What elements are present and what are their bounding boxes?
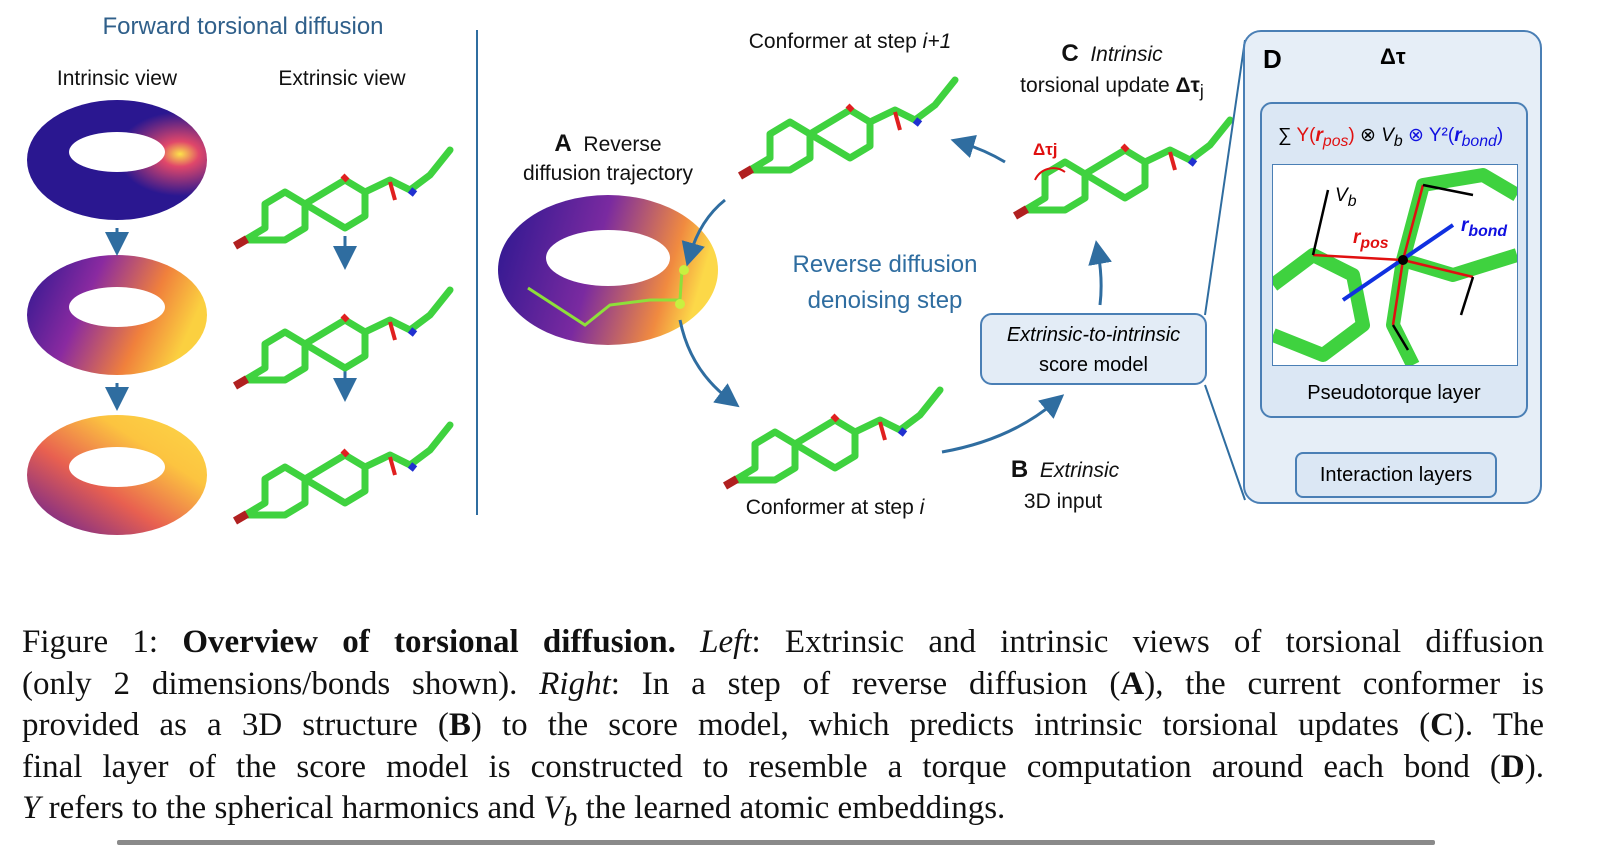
caption-text: Figure 1:: [22, 624, 183, 660]
caption-text: ).: [1524, 748, 1544, 785]
molecule-extrinsic-3: [235, 425, 450, 521]
rpos-label: rpos: [1353, 227, 1389, 252]
panel-b-line2: 3D input: [1023, 490, 1103, 513]
delta-tau-j-annotation: Δτj: [1033, 140, 1058, 159]
panel-b-label: B Extrinsic: [1010, 456, 1120, 483]
pseudotorque-layer-box: ∑ Y(rpos) ⊗ Vb ⊗ Y²(rbond) Vb rpos rbond…: [1260, 102, 1528, 418]
conformer-current-label: Conformer at step i: [745, 496, 925, 519]
panel-c-line2: torsional update Δτj: [1020, 74, 1204, 102]
rbond-label: rbond: [1461, 215, 1508, 240]
caption-text: [676, 624, 700, 660]
forward-diffusion-title: Forward torsional diffusion: [102, 13, 384, 40]
caption-text: Y: [22, 790, 41, 827]
conformer-next-label: Conformer at step i+1: [748, 30, 952, 53]
caption-line: (only 2 dimensions/bonds shown). Right: …: [22, 664, 1544, 706]
molecule-extrinsic-2: [235, 290, 450, 386]
caption-text: Right: [539, 665, 611, 702]
caption-text: b: [563, 800, 578, 832]
torque-diagram: Vb rpos rbond: [1272, 164, 1518, 366]
caption-text: provided as a 3D structure (: [22, 707, 449, 744]
caption-text: refers to the spherical harmonics and: [40, 790, 544, 827]
figure-caption: Figure 1: Overview of torsional diffusio…: [22, 622, 1544, 838]
panel-c-label: C Intrinsic: [1061, 40, 1163, 67]
caption-text: ). The: [1453, 707, 1545, 744]
down-arrows: [105, 228, 357, 411]
panel-d-letter: D: [1263, 44, 1282, 74]
interaction-layers-box: Interaction layers: [1295, 452, 1497, 498]
figure-graphics: [27, 30, 1405, 535]
molecule-extrinsic-1: [235, 150, 450, 246]
horizontal-scrollbar[interactable]: [117, 840, 1435, 845]
caption-text: ) to the score model, which predicts int…: [470, 707, 1431, 744]
molecule-step-next: [740, 80, 955, 176]
caption-text: V: [543, 790, 564, 827]
extrinsic-view-label: Extrinsic view: [278, 67, 406, 90]
molecule-intrinsic-update: [1015, 120, 1230, 216]
caption-text: Left: [700, 624, 752, 660]
caption-line: Y refers to the spherical harmonics and …: [22, 788, 1544, 837]
caption-text: D: [1500, 748, 1525, 785]
torus-intrinsic-2: [27, 255, 207, 375]
panel-a-label: A Reverse: [554, 130, 662, 157]
denoise-label-1: Reverse diffusion: [792, 251, 978, 278]
caption-line: provided as a 3D structure (B) to the sc…: [22, 705, 1544, 747]
caption-text: : Extrinsic and intrinsic views of torsi…: [751, 624, 1545, 660]
pseudotorque-label: Pseudotorque layer: [1307, 382, 1481, 404]
caption-text: : In a step of reverse diffusion (: [610, 665, 1121, 702]
torque-formula: ∑ Y(rpos) ⊗ Vb ⊗ Y²(rbond): [1278, 125, 1504, 150]
torus-reverse-trajectory: [498, 195, 718, 345]
panel-a-line2: diffusion trajectory: [522, 162, 694, 185]
intrinsic-view-label: Intrinsic view: [56, 67, 178, 90]
torus-intrinsic-3: [27, 415, 207, 535]
panel-d: D Δτ ∑ Y(rpos) ⊗ Vb ⊗ Y²(rbond) Vb rpos …: [1243, 30, 1542, 504]
denoise-label-2: denoising step: [807, 287, 963, 314]
torus-intrinsic-1: [27, 100, 207, 220]
delta-tau-output: Δτ: [1380, 44, 1406, 69]
caption-text: the learned atomic embeddings.: [577, 790, 1006, 827]
caption-line: final layer of the score model is constr…: [22, 747, 1544, 789]
caption-text: final layer of the score model is constr…: [22, 748, 1501, 785]
molecule-step-current: [725, 390, 940, 486]
caption-text: B: [448, 707, 471, 744]
vb-label: Vb: [1335, 185, 1357, 210]
caption-text: A: [1120, 665, 1145, 702]
caption-text: C: [1430, 707, 1454, 744]
caption-text: ), the current conformer is: [1144, 665, 1545, 702]
caption-text: Overview of torsional diffusion.: [182, 624, 676, 660]
caption-line: Figure 1: Overview of torsional diffusio…: [22, 622, 1544, 664]
caption-text: (only 2 dimensions/bonds shown).: [22, 665, 540, 702]
